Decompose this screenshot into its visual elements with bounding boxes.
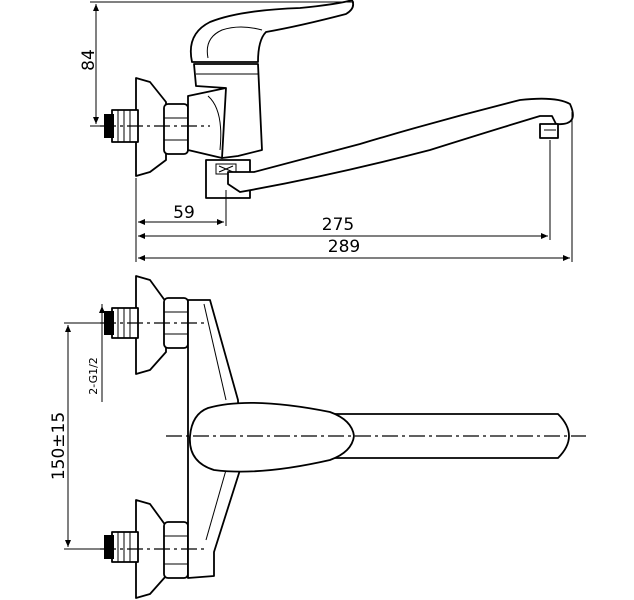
spout-tube-side xyxy=(227,97,574,193)
thread-spec-label: 2-G1/2 xyxy=(87,357,100,395)
thread-end-bottom xyxy=(104,535,114,559)
wall-flange-top xyxy=(135,275,167,375)
aerator-side xyxy=(539,123,559,139)
lever-handle-side xyxy=(189,0,355,63)
hex-nut-bottom xyxy=(163,521,189,579)
top-view xyxy=(100,275,586,599)
dimension-150-label: 150±15 xyxy=(49,412,69,480)
hex-nut-side xyxy=(163,103,189,155)
lever-handle-top xyxy=(189,401,355,473)
dimension-thread: 2-G1/2 xyxy=(87,304,105,402)
dimension-overall: 289 xyxy=(138,112,573,262)
spout-tube-top xyxy=(299,413,570,459)
dimension-289-label: 289 xyxy=(328,237,360,257)
dimension-59-label: 59 xyxy=(173,203,195,223)
threaded-connector-bottom xyxy=(111,531,139,563)
dimension-height: 84 xyxy=(79,1,354,127)
dimension-offset: 59 xyxy=(135,178,227,262)
dimension-275-label: 275 xyxy=(322,215,354,235)
dimension-84-label: 84 xyxy=(79,49,99,71)
wall-flange-side xyxy=(135,77,167,177)
side-view xyxy=(100,0,574,199)
dimension-spacing: 150±15 xyxy=(49,322,104,550)
mixer-body-side xyxy=(193,63,263,159)
dimension-reach: 275 xyxy=(138,140,551,240)
